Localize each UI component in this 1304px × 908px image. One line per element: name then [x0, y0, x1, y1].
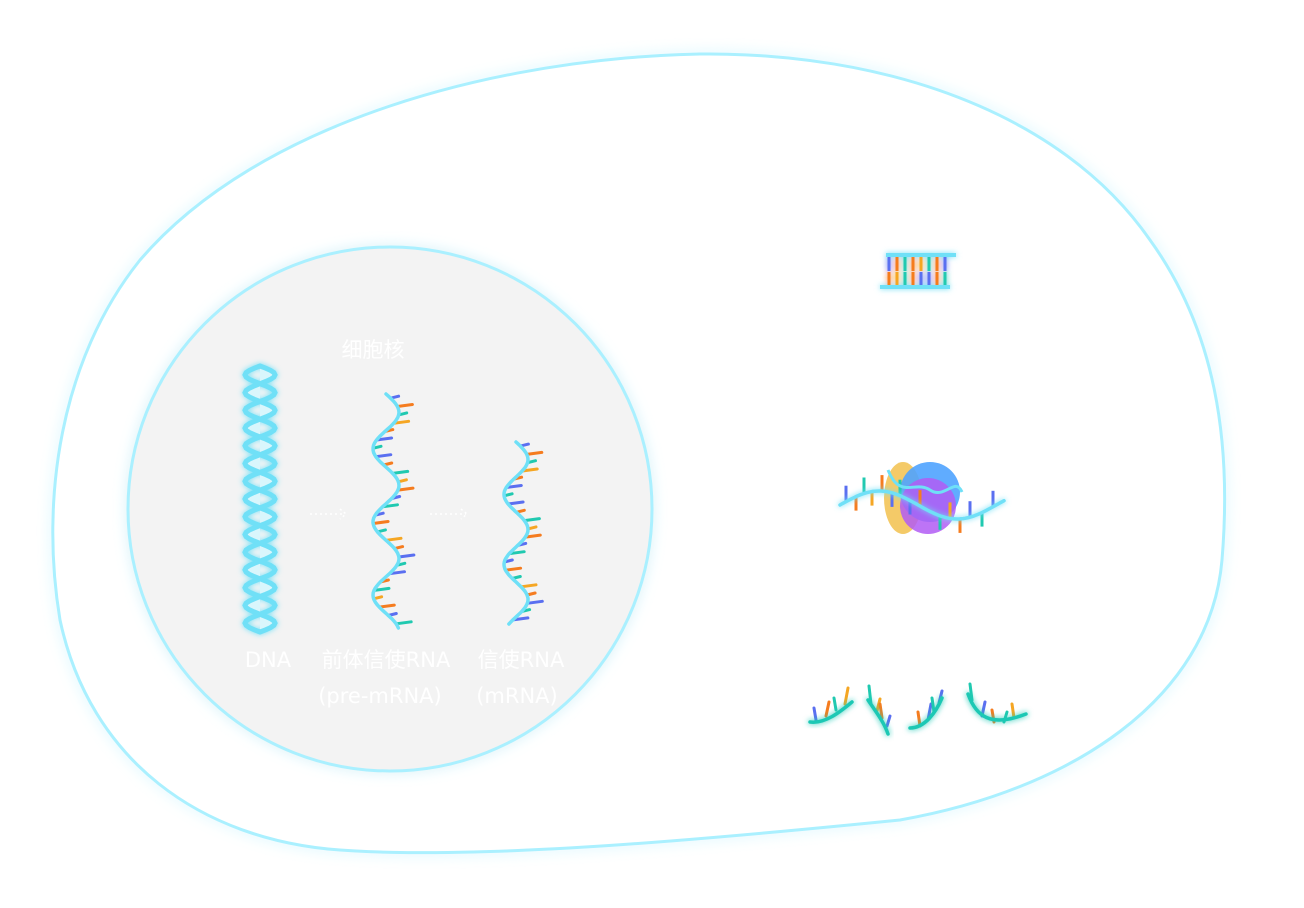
nucleus-label: 细胞核 [342, 338, 405, 362]
rna-base [377, 603, 396, 609]
protein-residue [916, 710, 922, 728]
mrna-label: 信使RNA [478, 648, 565, 672]
rna-base [372, 586, 391, 592]
rna-base [391, 469, 410, 475]
protein-residue [1010, 702, 1016, 720]
pre-mrna-label: 前体信使RNA [322, 648, 451, 672]
protein-residue [824, 700, 831, 718]
nucleus [126, 245, 654, 773]
rna-base [371, 520, 390, 525]
protein-residue [930, 696, 936, 714]
rna-base [396, 486, 415, 492]
protein-backbone [808, 700, 854, 724]
rna-base [522, 517, 541, 523]
rna-base [519, 583, 538, 589]
rna-base [395, 403, 414, 408]
rna-base [504, 566, 523, 572]
protein-residue [875, 697, 882, 713]
rna-base [523, 533, 542, 539]
pre-mrna-icon [371, 392, 416, 630]
protein-backbone [908, 696, 944, 730]
rna-base [397, 553, 416, 559]
rna-base [506, 500, 525, 506]
mrna-icon [502, 440, 544, 626]
protein-residue [812, 706, 818, 722]
dna-label: DNA [245, 648, 292, 672]
rna-base [504, 484, 523, 489]
rna-base [374, 453, 393, 459]
protein-backbone [866, 698, 890, 736]
nascent-chain [886, 469, 964, 494]
protein-residue [832, 696, 838, 712]
ribosome-icon [838, 462, 1006, 534]
rna-base [394, 620, 413, 626]
protein-residue [878, 702, 884, 720]
protein-residue [843, 686, 850, 706]
trna-ladder-icon [880, 253, 956, 289]
splicing-arrow [430, 508, 469, 520]
rna-backbone [371, 392, 401, 630]
ribosome-mrna-strand [838, 489, 1006, 521]
transcription-arrow [310, 508, 348, 520]
mrna-sublabel: (mRNA) [476, 684, 558, 708]
dna-strand-a [242, 363, 278, 635]
protein-residue [968, 682, 974, 702]
rna-base [525, 450, 544, 456]
rna-backbone [502, 440, 530, 626]
rna-base [384, 536, 403, 542]
protein-backbone [966, 692, 1028, 722]
dna-helix-icon [242, 363, 278, 635]
dna-strand-b [242, 363, 278, 635]
protein-residue [885, 714, 892, 728]
protein-chain-icon [808, 682, 1028, 736]
pre-mrna-sublabel: (pre-mRNA) [318, 684, 442, 708]
rna-base [525, 599, 544, 605]
